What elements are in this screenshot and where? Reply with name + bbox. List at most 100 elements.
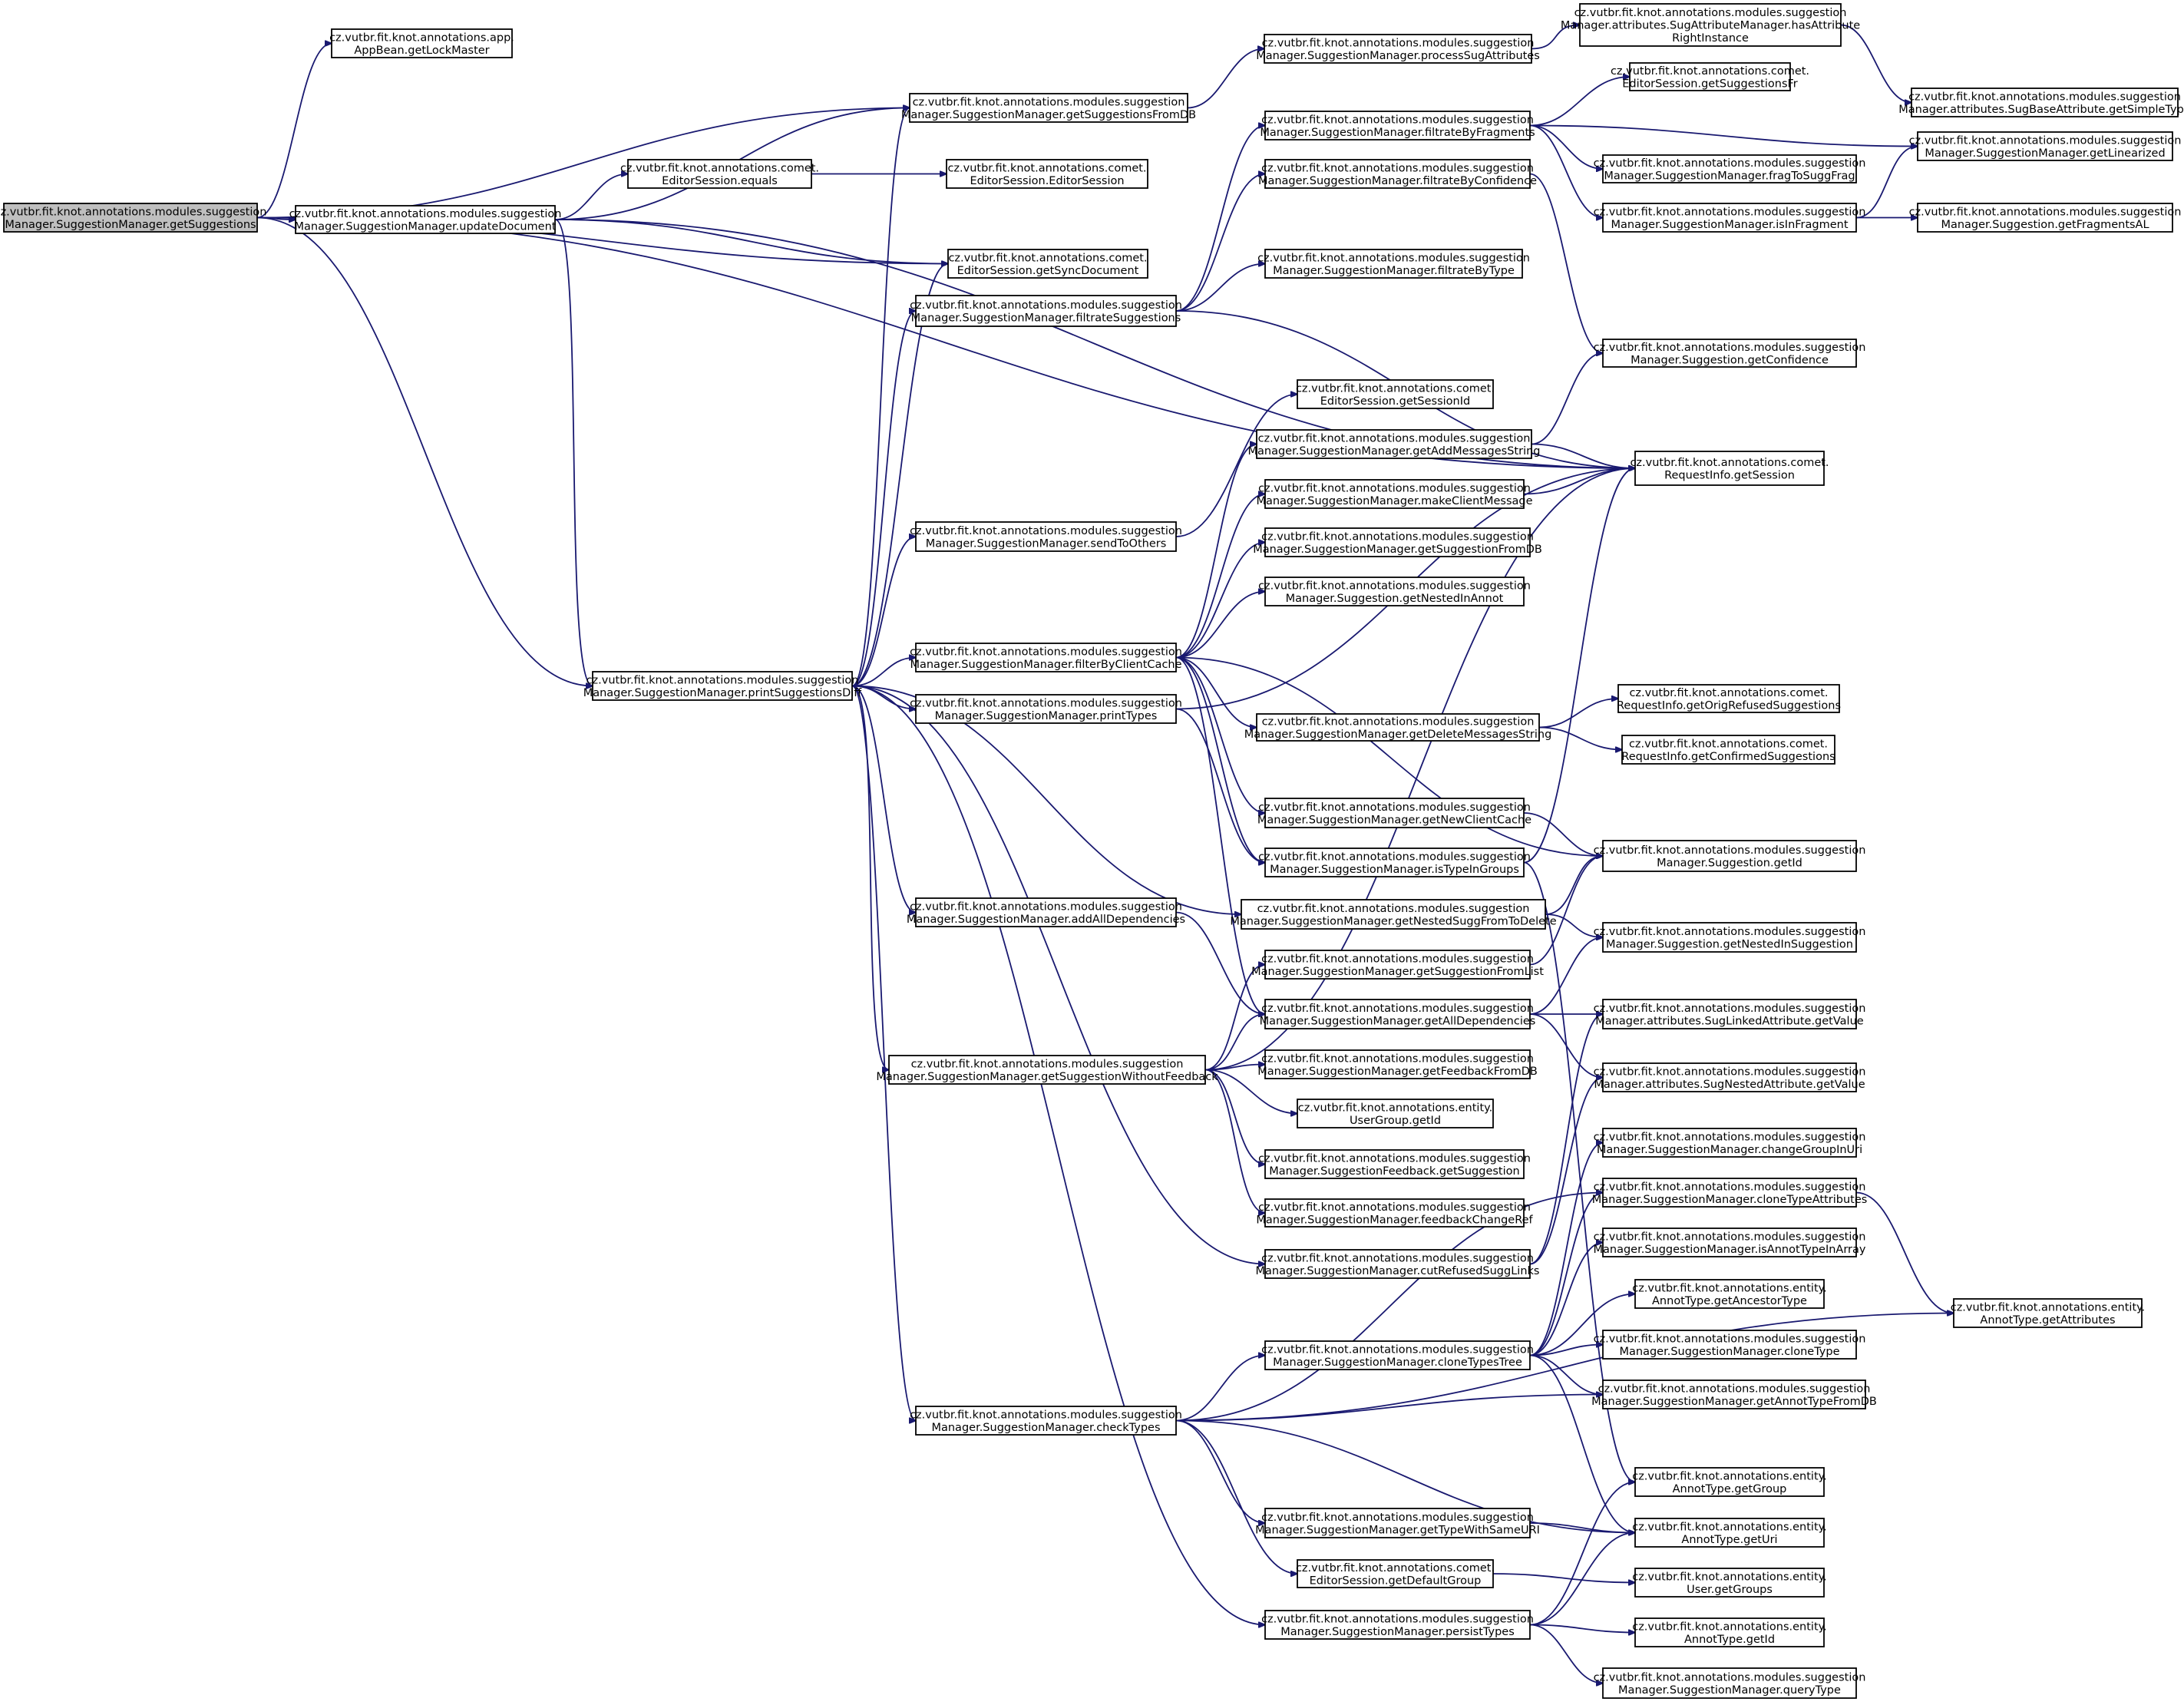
- node-getSuggestion[interactable]: cz.vutbr.fit.knot.annotations.modules.su…: [1258, 1149, 1531, 1179]
- node-getAddMessagesString[interactable]: cz.vutbr.fit.knot.annotations.modules.su…: [1248, 429, 1541, 459]
- node-label-line: EditorSession.getSyncDocument: [957, 265, 1139, 277]
- node-getDefaultGroup[interactable]: cz.vutbr.fit.knot.annotations.comet.Edit…: [1296, 1559, 1495, 1588]
- edge-isTypeInGroups-to-getGroup: [1523, 861, 1635, 1482]
- node-fragToSuggFrag[interactable]: cz.vutbr.fit.knot.annotations.modules.su…: [1594, 154, 1866, 183]
- node-getSuggestionFromList[interactable]: cz.vutbr.fit.knot.annotations.modules.su…: [1251, 950, 1544, 980]
- node-annotTypeGetId[interactable]: cz.vutbr.fit.knot.annotations.entity.Ann…: [1632, 1617, 1827, 1647]
- node-getSuggestionsFromDB[interactable]: cz.vutbr.fit.knot.annotations.modules.su…: [901, 93, 1196, 123]
- node-addAllDependencies[interactable]: cz.vutbr.fit.knot.annotations.modules.su…: [907, 897, 1185, 927]
- node-isAnnotTypeInArray[interactable]: cz.vutbr.fit.knot.annotations.modules.su…: [1594, 1228, 1866, 1257]
- node-getAncestorType[interactable]: cz.vutbr.fit.knot.annotations.entity.Ann…: [1632, 1279, 1827, 1309]
- node-getSession[interactable]: cz.vutbr.fit.knot.annotations.comet.Requ…: [1630, 451, 1829, 486]
- node-box: [1602, 1128, 1857, 1158]
- node-getDeleteMessagesString[interactable]: cz.vutbr.fit.knot.annotations.modules.su…: [1244, 713, 1552, 742]
- node-userGroupGetId[interactable]: cz.vutbr.fit.knot.annotations.entity.Use…: [1297, 1099, 1494, 1128]
- node-getGroups[interactable]: cz.vutbr.fit.knot.annotations.entity.Use…: [1632, 1568, 1827, 1598]
- node-getFragmentsAL[interactable]: cz.vutbr.fit.knot.annotations.modules.su…: [1909, 203, 2182, 233]
- node-getLockMaster[interactable]: cz.vutbr.fit.knot.annotations.app.AppBea…: [329, 28, 514, 58]
- node-getLinearized[interactable]: cz.vutbr.fit.knot.annotations.modules.su…: [1909, 131, 2182, 161]
- node-isInFragment[interactable]: cz.vutbr.fit.knot.annotations.modules.su…: [1594, 203, 1866, 233]
- node-getSuggestions[interactable]: cz.vutbr.fit.knot.annotations.modules.su…: [0, 203, 266, 233]
- node-getSuggestionWithoutFeedback[interactable]: cz.vutbr.fit.knot.annotations.modules.su…: [876, 1055, 1218, 1085]
- node-cloneTypeAttributes[interactable]: cz.vutbr.fit.knot.annotations.modules.su…: [1592, 1178, 1868, 1208]
- node-box: [1264, 798, 1525, 828]
- node-filtrateSuggestions[interactable]: cz.vutbr.fit.knot.annotations.modules.su…: [910, 295, 1182, 327]
- node-isTypeInGroups[interactable]: cz.vutbr.fit.knot.annotations.modules.su…: [1258, 848, 1531, 877]
- node-label-line: cz.vutbr.fit.knot.annotations.modules.su…: [1908, 91, 2181, 103]
- node-label-line: cz.vutbr.fit.knot.annotations.entity.: [1298, 1102, 1493, 1114]
- node-makeClientMessage[interactable]: cz.vutbr.fit.knot.annotations.modules.su…: [1256, 479, 1533, 509]
- node-suggestionGetId[interactable]: cz.vutbr.fit.knot.annotations.modules.su…: [1594, 840, 1866, 872]
- node-getAnnotTypeFromDB[interactable]: cz.vutbr.fit.knot.annotations.modules.su…: [1591, 1380, 1877, 1409]
- node-cutRefusedSuggLinks[interactable]: cz.vutbr.fit.knot.annotations.modules.su…: [1256, 1249, 1540, 1279]
- node-getOrigRefusedSuggestions[interactable]: cz.vutbr.fit.knot.annotations.comet.Requ…: [1617, 684, 1841, 713]
- node-getAllDependencies[interactable]: cz.vutbr.fit.knot.annotations.modules.su…: [1260, 999, 1536, 1029]
- node-hasAttributeRightInstance[interactable]: cz.vutbr.fit.knot.annotations.modules.su…: [1561, 3, 1860, 47]
- node-label-line: cz.vutbr.fit.knot.annotations.modules.su…: [1261, 1343, 1534, 1356]
- node-getNestedInAnnot[interactable]: cz.vutbr.fit.knot.annotations.modules.su…: [1258, 577, 1531, 606]
- node-printSuggestionsDiff[interactable]: cz.vutbr.fit.knot.annotations.modules.su…: [583, 671, 863, 701]
- node-feedbackChangeRef[interactable]: cz.vutbr.fit.knot.annotations.modules.su…: [1256, 1198, 1534, 1228]
- node-getConfidence[interactable]: cz.vutbr.fit.knot.annotations.modules.su…: [1594, 339, 1866, 368]
- node-box: [946, 159, 1148, 189]
- node-getSimpleType[interactable]: cz.vutbr.fit.knot.annotations.modules.su…: [1898, 88, 2184, 117]
- node-filtrateByFragments[interactable]: cz.vutbr.fit.knot.annotations.modules.su…: [1260, 111, 1535, 140]
- node-processSugAttributes[interactable]: cz.vutbr.fit.knot.annotations.modules.su…: [1256, 34, 1540, 64]
- node-label-line: Manager.SuggestionManager.isTypeInGroups: [1270, 864, 1519, 876]
- node-equals[interactable]: cz.vutbr.fit.knot.annotations.comet.Edit…: [620, 159, 819, 189]
- node-queryType[interactable]: cz.vutbr.fit.knot.annotations.modules.su…: [1594, 1667, 1866, 1699]
- edge-filterByClientCache-to-makeClientMessage: [1175, 494, 1265, 659]
- node-filterByClientCache[interactable]: cz.vutbr.fit.knot.annotations.modules.su…: [910, 643, 1182, 672]
- edge-getDefaultGroup-to-getGroups: [1492, 1573, 1635, 1583]
- node-getTypeWithSameURI[interactable]: cz.vutbr.fit.knot.annotations.modules.su…: [1255, 1508, 1540, 1538]
- node-getFeedbackFromDB[interactable]: cz.vutbr.fit.knot.annotations.modules.su…: [1257, 1049, 1538, 1079]
- node-getSuggestionFromDB[interactable]: cz.vutbr.fit.knot.annotations.modules.su…: [1253, 527, 1542, 557]
- node-printTypes[interactable]: cz.vutbr.fit.knot.annotations.modules.su…: [910, 694, 1182, 724]
- node-box: [1602, 1178, 1857, 1208]
- node-cloneTypesTree[interactable]: cz.vutbr.fit.knot.annotations.modules.su…: [1261, 1340, 1534, 1370]
- edge-getSuggestions-to-getLockMaster: [256, 44, 332, 219]
- node-getNestedInSuggestion[interactable]: cz.vutbr.fit.knot.annotations.modules.su…: [1594, 922, 1866, 953]
- node-label-line: Manager.SuggestionManager.getNestedSuggF…: [1230, 915, 1556, 927]
- node-box: [1264, 848, 1525, 877]
- node-label-line: Manager.SuggestionManager.getNewClientCa…: [1257, 814, 1531, 826]
- node-filtrateByConfidence[interactable]: cz.vutbr.fit.knot.annotations.modules.su…: [1258, 159, 1537, 189]
- node-sendToOthers[interactable]: cz.vutbr.fit.knot.annotations.modules.su…: [910, 521, 1182, 552]
- node-label-line: cz.vutbr.fit.knot.annotations.modules.su…: [1261, 1052, 1534, 1065]
- node-label-line: cz.vutbr.fit.knot.annotations.comet.: [1611, 65, 1809, 78]
- node-persistTypes[interactable]: cz.vutbr.fit.knot.annotations.modules.su…: [1261, 1610, 1534, 1640]
- node-updateDocument[interactable]: cz.vutbr.fit.knot.annotations.modules.su…: [289, 205, 562, 234]
- node-label-line: Manager.SuggestionManager.getAnnotTypeFr…: [1591, 1396, 1877, 1408]
- node-label-line: Manager.SuggestionManager.updateDocument: [295, 220, 557, 233]
- node-getGroup[interactable]: cz.vutbr.fit.knot.annotations.entity.Ann…: [1632, 1467, 1827, 1497]
- node-getSyncDocument[interactable]: cz.vutbr.fit.knot.annotations.comet.Edit…: [947, 249, 1148, 279]
- node-cloneType[interactable]: cz.vutbr.fit.knot.annotations.modules.su…: [1594, 1330, 1866, 1360]
- node-box: [331, 28, 513, 58]
- node-getNewClientCache[interactable]: cz.vutbr.fit.knot.annotations.modules.su…: [1257, 798, 1531, 828]
- node-linkedGetValue[interactable]: cz.vutbr.fit.knot.annotations.modules.su…: [1594, 999, 1866, 1029]
- edge-printSuggestionsDiff-to-filterByClientCache: [851, 658, 916, 687]
- node-editorSessionCtor[interactable]: cz.vutbr.fit.knot.annotations.comet.Edit…: [946, 159, 1148, 189]
- node-filtrateByType[interactable]: cz.vutbr.fit.knot.annotations.modules.su…: [1257, 249, 1530, 279]
- edge-checkTypes-to-getAttributes: [1175, 1313, 1954, 1422]
- node-nestedGetValue[interactable]: cz.vutbr.fit.knot.annotations.modules.su…: [1594, 1062, 1866, 1092]
- node-label-line: cz.vutbr.fit.knot.annotations.comet.: [947, 162, 1146, 174]
- node-box: [1264, 950, 1531, 980]
- node-box: [1602, 203, 1857, 233]
- node-changeGroupInUri[interactable]: cz.vutbr.fit.knot.annotations.modules.su…: [1594, 1128, 1866, 1158]
- node-box: [1634, 1568, 1825, 1598]
- node-label-line: cz.vutbr.fit.knot.annotations.modules.su…: [1261, 1613, 1534, 1625]
- node-label-line: AnnotType.getId: [1684, 1634, 1775, 1646]
- node-label-line: cz.vutbr.fit.knot.annotations.modules.su…: [1594, 206, 1866, 218]
- node-getSessionId[interactable]: cz.vutbr.fit.knot.annotations.comet.Edit…: [1296, 379, 1495, 409]
- node-label-line: AnnotType.getUri: [1681, 1534, 1777, 1546]
- node-getUri[interactable]: cz.vutbr.fit.knot.annotations.entity.Ann…: [1632, 1518, 1827, 1548]
- node-getConfirmedSuggestions[interactable]: cz.vutbr.fit.knot.annotations.comet.Requ…: [1621, 735, 1835, 765]
- node-getSuggestionsFr[interactable]: cz.vutbr.fit.knot.annotations.comet.Edit…: [1611, 62, 1809, 91]
- node-label-line: Manager.SuggestionManager.printTypes: [935, 710, 1158, 722]
- node-getAttributes[interactable]: cz.vutbr.fit.knot.annotations.entity.Ann…: [1951, 1298, 2146, 1328]
- node-checkTypes[interactable]: cz.vutbr.fit.knot.annotations.modules.su…: [910, 1406, 1182, 1436]
- node-box: [592, 671, 853, 701]
- node-getNestedSuggFromToDelete[interactable]: cz.vutbr.fit.knot.annotations.modules.su…: [1230, 899, 1557, 930]
